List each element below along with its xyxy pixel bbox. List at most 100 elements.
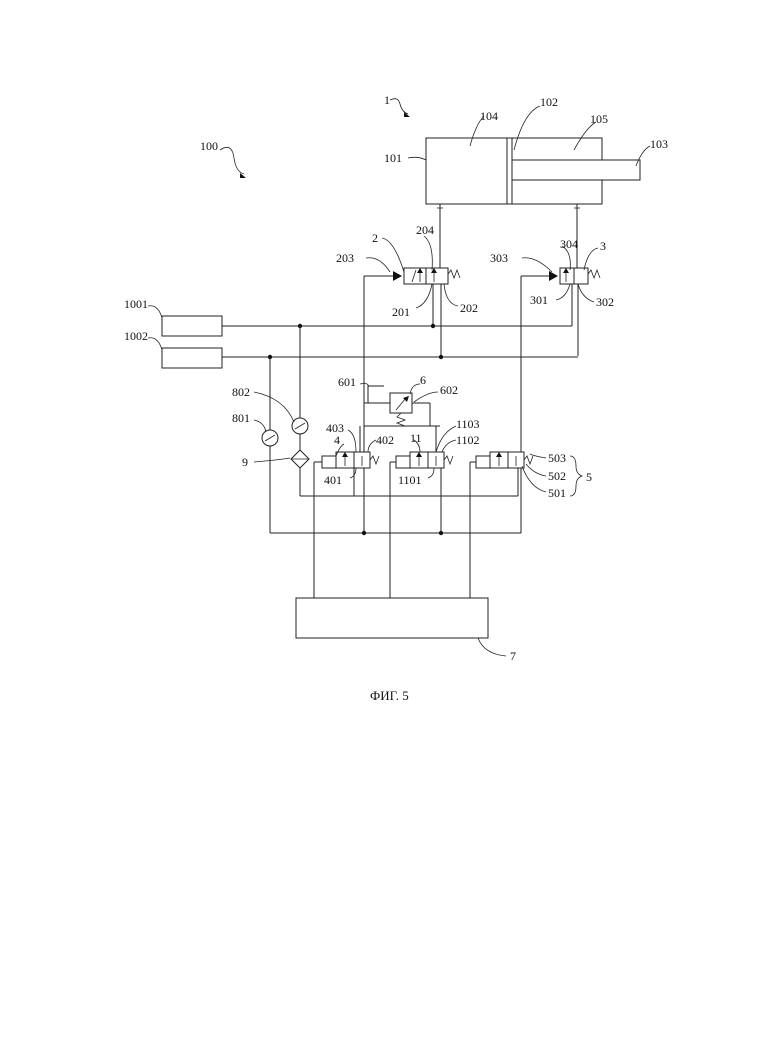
leader-302	[578, 284, 594, 302]
leader-402	[368, 440, 376, 452]
leader-202	[444, 284, 458, 306]
valve-5	[476, 452, 533, 468]
valve-3	[521, 268, 600, 284]
label-801: 801	[232, 411, 250, 425]
leader-1101	[428, 468, 434, 478]
valve5-cell-0	[476, 456, 490, 468]
label-3: 3	[600, 239, 606, 253]
valve2-cell-b	[426, 268, 448, 284]
label-11: 11	[410, 431, 422, 445]
valve2-spring	[448, 270, 460, 278]
valve2-cell-a	[404, 268, 426, 284]
valve3-cell-b	[574, 268, 588, 284]
label-1002: 1002	[124, 329, 148, 343]
leader-1103	[436, 426, 456, 452]
label-103: 103	[650, 137, 668, 151]
label-1103: 1103	[456, 417, 480, 431]
label-7: 7	[510, 649, 516, 663]
cylinder-1	[426, 138, 640, 204]
label-1: 1	[384, 93, 390, 107]
valve6-spring	[397, 413, 405, 426]
leader-403	[348, 430, 356, 452]
leader-3	[584, 248, 598, 270]
label-204: 204	[416, 223, 434, 237]
label-1101: 1101	[398, 473, 422, 487]
label-403: 403	[326, 421, 344, 435]
leader-1102	[442, 440, 456, 452]
label-4: 4	[334, 433, 340, 447]
leader-1001	[148, 306, 162, 318]
label-304: 304	[560, 237, 578, 251]
valve11-cell-0	[396, 456, 410, 468]
leader-401	[350, 468, 356, 478]
leader-602	[414, 392, 438, 402]
label-2: 2	[372, 231, 378, 245]
leader-100	[220, 147, 244, 174]
leader-301	[556, 284, 570, 300]
leader-502	[526, 464, 546, 476]
leader-802	[254, 392, 294, 422]
junction-4	[439, 355, 443, 359]
label-601: 601	[338, 375, 356, 389]
label-102: 102	[540, 95, 558, 109]
label-401: 401	[324, 473, 342, 487]
label-9: 9	[242, 455, 248, 469]
valve5-spring	[524, 456, 533, 464]
valve3-spring	[588, 270, 600, 278]
label-105: 105	[590, 112, 608, 126]
valve4-cell-0	[322, 456, 336, 468]
valve6-body	[390, 393, 412, 413]
source-1002	[162, 348, 222, 368]
leader-101	[408, 157, 426, 160]
valve4-spring	[370, 456, 379, 464]
label-301: 301	[530, 293, 548, 307]
label-101: 101	[384, 151, 402, 165]
label-503: 503	[548, 451, 566, 465]
label-1001: 1001	[124, 297, 148, 311]
label-602: 602	[440, 383, 458, 397]
leader-204	[424, 236, 432, 270]
label-201: 201	[392, 305, 410, 319]
figure-caption: ФИГ. 5	[370, 688, 409, 703]
label-502: 502	[548, 469, 566, 483]
leader-7	[478, 638, 506, 656]
leader-501	[522, 466, 546, 492]
label-303: 303	[490, 251, 508, 265]
label-302: 302	[596, 295, 614, 309]
valve-4	[322, 452, 379, 468]
leader-203	[366, 258, 390, 272]
junction-5	[362, 531, 366, 535]
leader-1	[390, 99, 408, 114]
label-501: 501	[548, 486, 566, 500]
brace-5	[570, 456, 582, 496]
controller-7	[296, 598, 488, 638]
valve3-pilot	[549, 271, 558, 281]
source-1001	[162, 316, 222, 336]
valve-2	[364, 268, 460, 284]
label-104: 104	[480, 109, 498, 123]
valve11-spring	[444, 456, 453, 464]
valve6-inlet	[368, 386, 390, 403]
label-802: 802	[232, 385, 250, 399]
leader-2	[382, 238, 404, 272]
label-1102: 1102	[456, 433, 480, 447]
leader-9	[254, 458, 290, 462]
valve-6	[364, 386, 430, 426]
label-100: 100	[200, 139, 218, 153]
valve-11	[396, 452, 453, 468]
leader-1002	[148, 338, 162, 350]
piston-rod	[512, 160, 640, 180]
label-6: 6	[420, 373, 426, 387]
label-402: 402	[376, 433, 394, 447]
label-202: 202	[460, 301, 478, 315]
leader-801	[254, 420, 266, 432]
label-203: 203	[336, 251, 354, 265]
label-5: 5	[586, 470, 592, 484]
leader-201	[416, 284, 432, 308]
junction-2	[431, 324, 435, 328]
leader-1-arrow	[404, 112, 410, 117]
valve2-pilot	[393, 271, 402, 281]
leader-303	[522, 258, 552, 272]
